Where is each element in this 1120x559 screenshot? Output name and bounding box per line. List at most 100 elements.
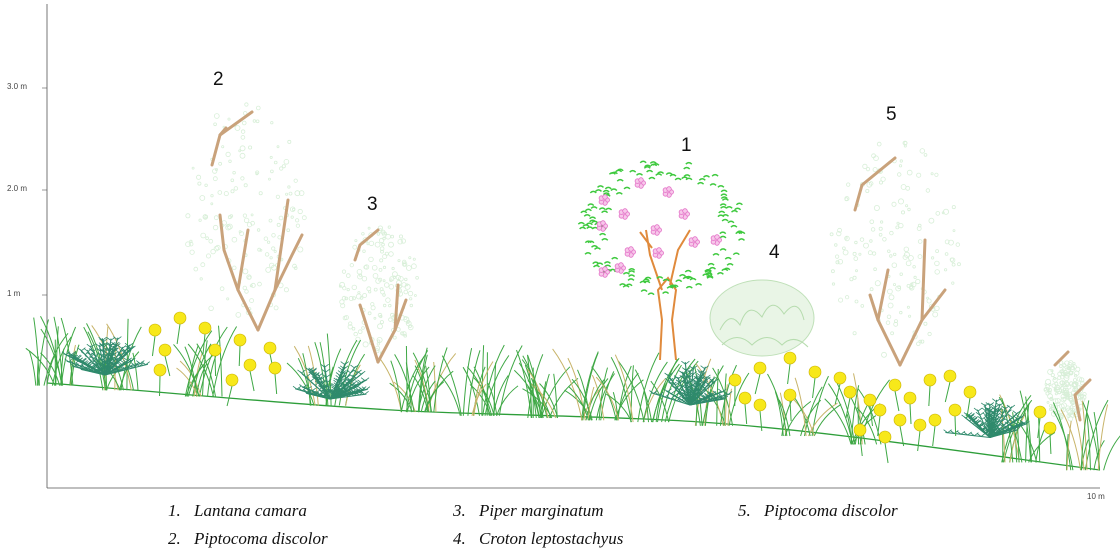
lantana-leaf — [629, 269, 635, 271]
lantana-leaf — [727, 264, 733, 266]
foliage-dot — [918, 255, 922, 259]
foliage-dot — [205, 184, 208, 187]
foliage-dot — [232, 237, 237, 242]
foliage-dot — [904, 247, 909, 252]
foliage-dot — [899, 165, 901, 167]
fern-leaflet — [974, 408, 982, 411]
foliage-dot — [292, 208, 294, 210]
yellow-flower — [269, 362, 281, 394]
foliage-dot — [853, 252, 856, 255]
foliage-dot — [887, 315, 891, 319]
flower-head — [1034, 406, 1046, 418]
foliage-dot — [389, 318, 393, 322]
foliage-dot — [264, 237, 268, 241]
foliage-dot — [412, 264, 417, 269]
yellow-flower — [244, 359, 256, 391]
flower-head — [729, 374, 741, 386]
foliage-dot — [289, 192, 292, 195]
foliage-dot — [367, 243, 369, 245]
foliage-dot — [404, 290, 408, 294]
lantana-leaf — [657, 277, 663, 279]
foliage-dot — [855, 241, 858, 244]
foliage-dot — [843, 247, 846, 250]
foliage-dot — [908, 256, 913, 261]
x-axis-end-label: 10 m — [1087, 492, 1105, 501]
lantana-leaf — [594, 266, 600, 268]
foliage-dot — [910, 286, 913, 289]
fern-leaflet — [361, 378, 369, 381]
foliage-dot — [199, 219, 201, 221]
lantana-leaf — [640, 161, 646, 163]
yellow-flower — [809, 366, 821, 398]
lantana-leaf — [721, 207, 727, 209]
foliage-dot — [243, 269, 248, 274]
lantana-flower — [615, 263, 625, 274]
foliage-dot — [209, 239, 213, 243]
yellow-flower — [894, 414, 906, 446]
foliage-dot — [198, 182, 201, 185]
lantana-leaf — [720, 249, 726, 251]
foliage-dot — [353, 245, 357, 249]
foliage-dot — [917, 173, 921, 177]
foliage-dot — [847, 183, 850, 186]
foliage-dot — [907, 306, 909, 308]
foliage-dot — [908, 208, 911, 211]
foliage-dot — [211, 195, 213, 197]
lantana-leaf — [590, 191, 596, 193]
foliage-dot — [266, 267, 271, 272]
lantana-leaf — [596, 190, 602, 192]
legend-item-4: 4.Croton leptostachyus — [453, 529, 623, 549]
foliage-dot — [845, 296, 848, 299]
yellow-flower — [739, 392, 751, 424]
flower-head — [834, 372, 846, 384]
lantana-leaf — [623, 286, 629, 288]
fern-leaflet — [311, 382, 319, 385]
foliage-dot — [900, 160, 902, 162]
foliage-dot — [211, 203, 213, 205]
foliage-dot — [362, 276, 367, 281]
foliage-dot — [219, 162, 222, 165]
lantana-leaf — [670, 175, 676, 177]
foliage-dot — [924, 154, 927, 157]
lantana-leaf — [731, 226, 737, 228]
foliage-dot — [342, 270, 345, 273]
yellow-flower — [209, 344, 221, 376]
plant-number-1: 1 — [681, 135, 692, 157]
flower-head — [809, 366, 821, 378]
foliage-dot — [893, 284, 895, 286]
fern-shrub — [62, 337, 150, 375]
lantana-flower — [663, 187, 673, 198]
yellow-flower — [924, 374, 936, 406]
foliage-dot — [357, 269, 362, 274]
fern-leaflet — [302, 374, 310, 377]
y-axis-label-3m: 3.0 m — [7, 82, 27, 91]
foliage-dot — [935, 270, 940, 275]
flower-stem — [790, 401, 791, 421]
foliage-dot — [874, 268, 877, 271]
y-axis-label-2m: 2.0 m — [7, 184, 27, 193]
foliage-dot — [931, 257, 933, 259]
legend-species: Lantana camara — [194, 501, 307, 520]
foliage-dot — [383, 280, 385, 282]
foliage-dot — [879, 181, 882, 184]
tree-branches — [212, 112, 1090, 420]
foliage-dot — [218, 191, 222, 195]
petal — [629, 247, 634, 252]
foliage-dot — [244, 218, 249, 223]
lantana-leaf — [581, 211, 587, 213]
plant-number-3: 3 — [367, 194, 378, 216]
foliage-dot — [270, 257, 272, 259]
foliage-dot — [879, 233, 882, 236]
foliage-dot — [953, 230, 955, 232]
flower-stem — [788, 364, 790, 384]
fern-leaflet — [341, 362, 349, 365]
lantana-leaf — [605, 187, 611, 189]
lantana-leaf — [712, 175, 718, 177]
lantana-leaf — [592, 246, 598, 248]
foliage-dot — [197, 175, 201, 179]
fern-leaflet — [87, 344, 95, 347]
yellow-flower — [234, 334, 246, 366]
lantana-leaf — [725, 258, 731, 260]
grass-blade — [635, 370, 651, 423]
foliage-dot — [226, 152, 230, 156]
